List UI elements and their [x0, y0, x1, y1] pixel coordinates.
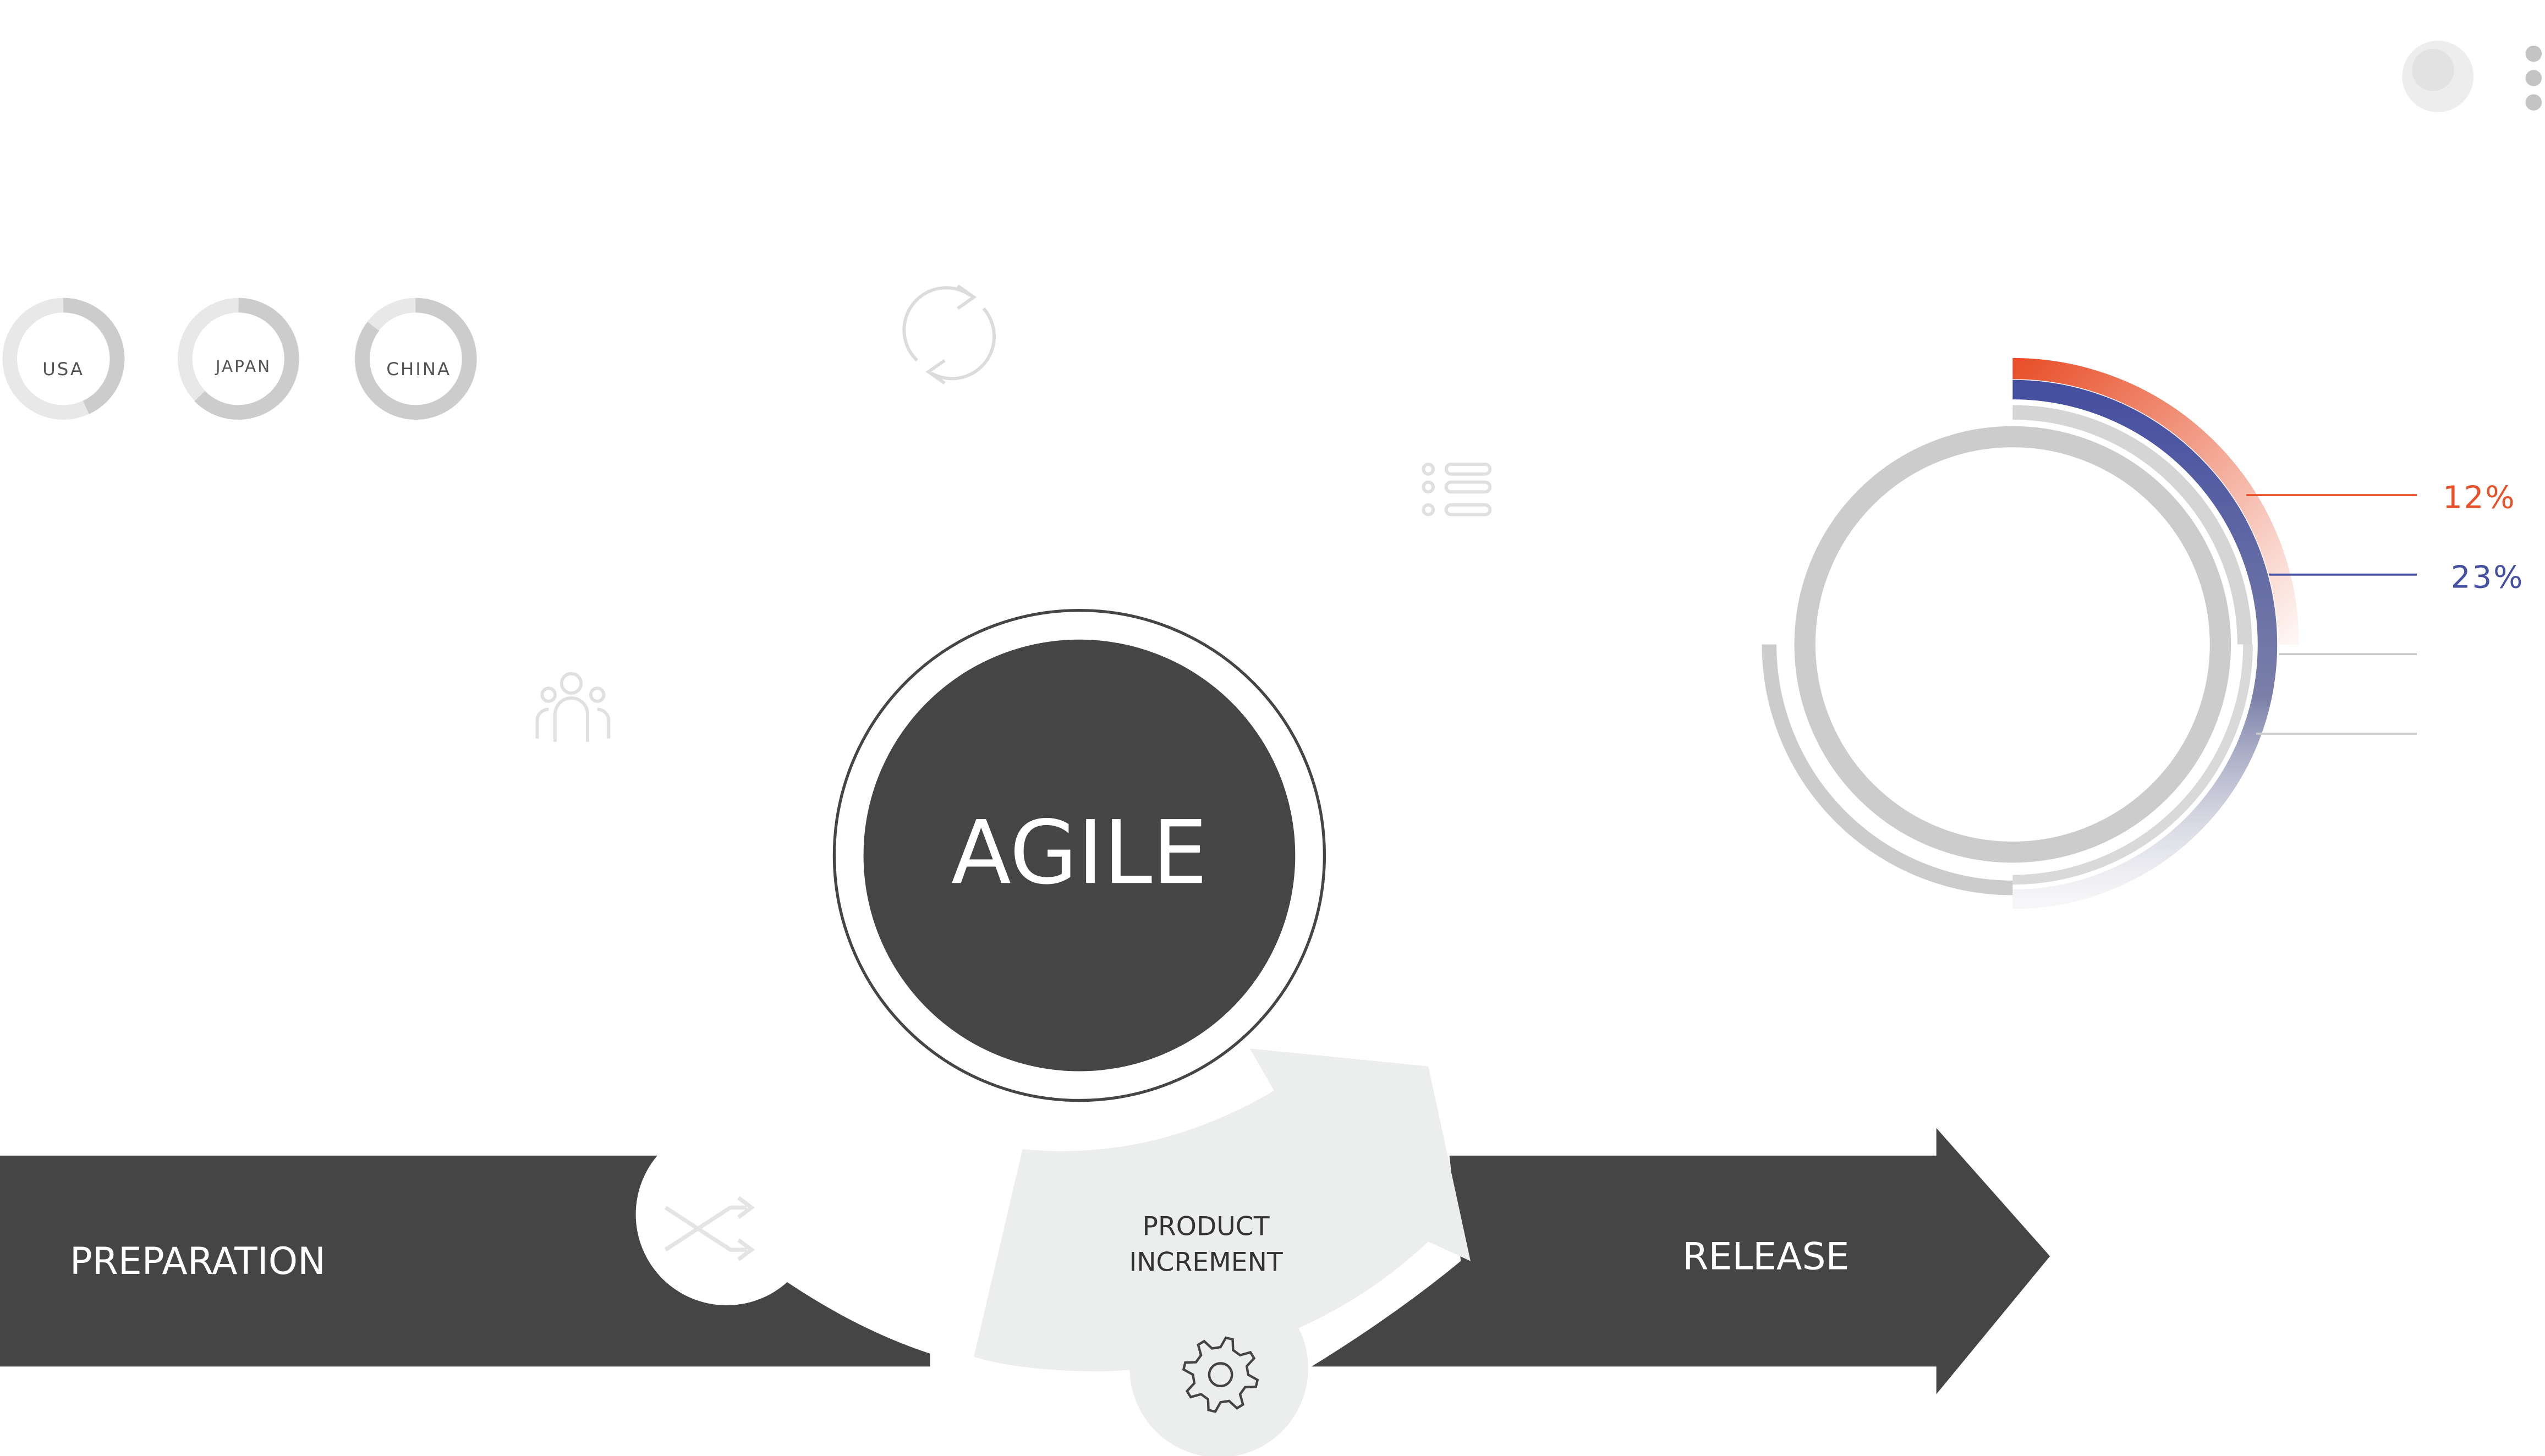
release-shape — [1311, 1128, 2050, 1394]
gear-outline — [1182, 1336, 1259, 1413]
outer-gray-arc — [1762, 644, 2013, 895]
ring-chart: 12% 23% — [1762, 358, 2524, 909]
agile-center: AGILE — [832, 608, 1326, 1102]
preparation-label: PREPARATION — [70, 1240, 326, 1283]
gear-icon — [1182, 1336, 1259, 1413]
dot-1 — [2525, 45, 2542, 62]
increment-shape — [974, 1048, 1471, 1372]
gear-badge — [1129, 1279, 1308, 1456]
agile-disc — [863, 639, 1296, 1072]
country-ring-japan: JAPAN — [178, 298, 300, 420]
list-icon — [1422, 463, 1492, 517]
gray-arc-inner-top — [2012, 405, 2252, 645]
preparation-band: PREPARATION — [0, 1155, 930, 1367]
inner-ring — [1794, 426, 2231, 863]
gear-hub — [1208, 1362, 1233, 1388]
team-icon — [535, 672, 611, 742]
product-increment-arrow: PRODUCT INCREMENT — [974, 1048, 1471, 1372]
circle-button-inner — [2412, 48, 2454, 91]
label-12-percent: 12% — [2443, 480, 2516, 516]
ring-progress — [63, 298, 125, 414]
country-label: CHINA — [386, 359, 451, 380]
orange-arc — [2012, 358, 2300, 645]
vertical-dots-icon[interactable] — [2525, 45, 2542, 111]
dot-3 — [2525, 94, 2542, 111]
dot-2 — [2525, 70, 2542, 86]
preparation-shape — [0, 1155, 930, 1367]
agile-label: AGILE — [951, 801, 1208, 904]
release-label: RELEASE — [1682, 1235, 1849, 1278]
release-arrow: RELEASE — [1311, 1128, 2050, 1394]
country-label: JAPAN — [215, 357, 271, 376]
country-ring-usa: USA — [2, 298, 125, 420]
shuffle-arrows-icon — [664, 1196, 755, 1261]
blue-arc — [2012, 380, 2278, 909]
ring-progress — [194, 298, 299, 420]
increment-label-line1: PRODUCT — [1143, 1211, 1270, 1241]
country-ring-china: CHINA — [354, 298, 477, 420]
label-23-percent: 23% — [2451, 559, 2524, 595]
circle-button[interactable] — [2402, 41, 2474, 112]
ring-progress — [355, 298, 477, 420]
increment-label-line2: INCREMENT — [1129, 1247, 1283, 1277]
inner-gray-arc — [2012, 644, 2253, 885]
refresh-cycle-icon — [902, 284, 996, 384]
country-label: USA — [42, 359, 84, 380]
gear-badge-bg — [1129, 1279, 1308, 1456]
